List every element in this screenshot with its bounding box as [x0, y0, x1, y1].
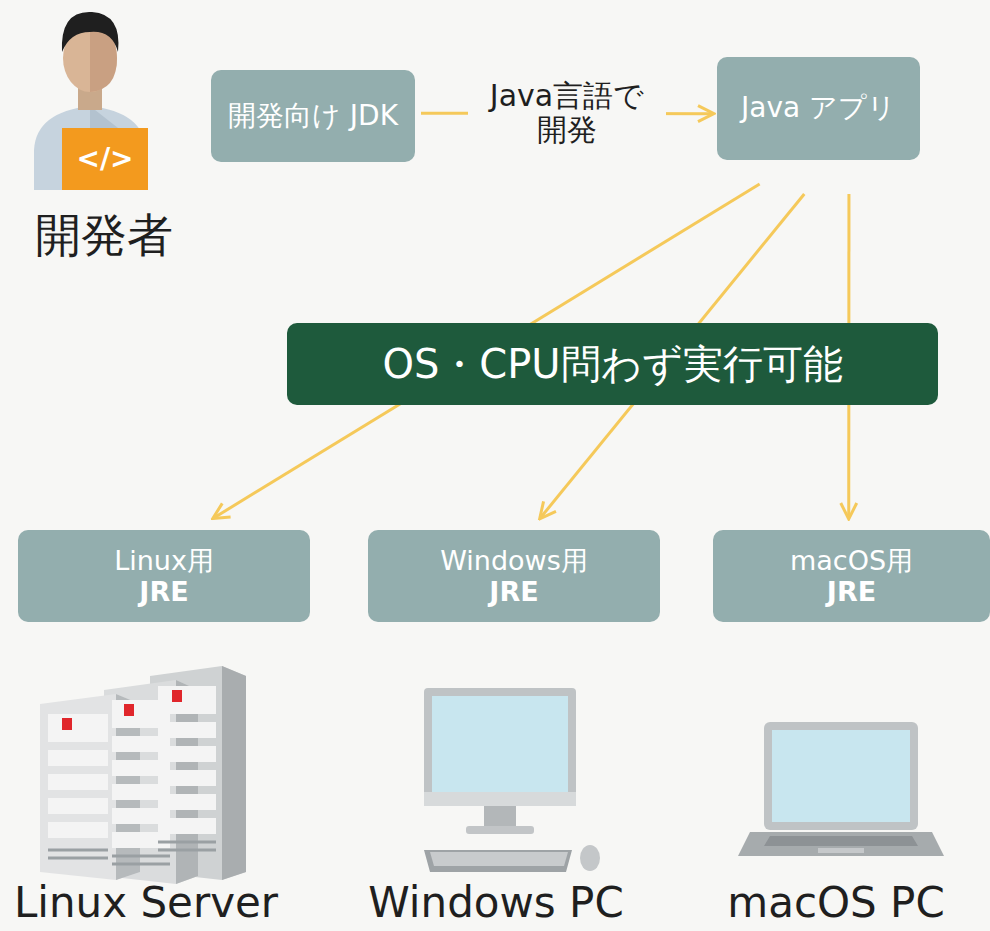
box-text: Windows用	[440, 545, 588, 576]
runtime-box: Windows用JRE	[368, 530, 660, 622]
laptop-pc	[738, 722, 944, 856]
role-label: 開発者	[35, 205, 173, 267]
runtime-box: Linux用JRE	[18, 530, 310, 622]
box-text: Java アプリ	[741, 92, 896, 124]
device-label: Windows PC	[368, 878, 624, 927]
device-label: Linux Server	[14, 878, 278, 927]
box-text: macOS用	[790, 545, 913, 576]
edge-label: Java言語で 開発	[468, 79, 666, 148]
box-subtext: JRE	[489, 576, 538, 607]
desktop-pc	[424, 688, 600, 872]
box-subtext: JRE	[827, 576, 876, 607]
box-text: OS・CPU問わず実行可能	[382, 341, 842, 387]
server-racks	[40, 666, 246, 884]
code-symbol: </>	[76, 142, 133, 175]
runtime-box: macOS用JRE	[713, 530, 990, 622]
box-subtext: JRE	[139, 576, 188, 607]
box-text: Linux用	[114, 545, 214, 576]
developer-icon	[34, 12, 148, 190]
tool-box: 開発向け JDK	[211, 70, 415, 162]
banner-box: OS・CPU問わず実行可能	[287, 323, 938, 405]
device-label: macOS PC	[727, 878, 944, 927]
app-box: Java アプリ	[717, 57, 920, 160]
box-text: 開発向け JDK	[228, 100, 398, 132]
